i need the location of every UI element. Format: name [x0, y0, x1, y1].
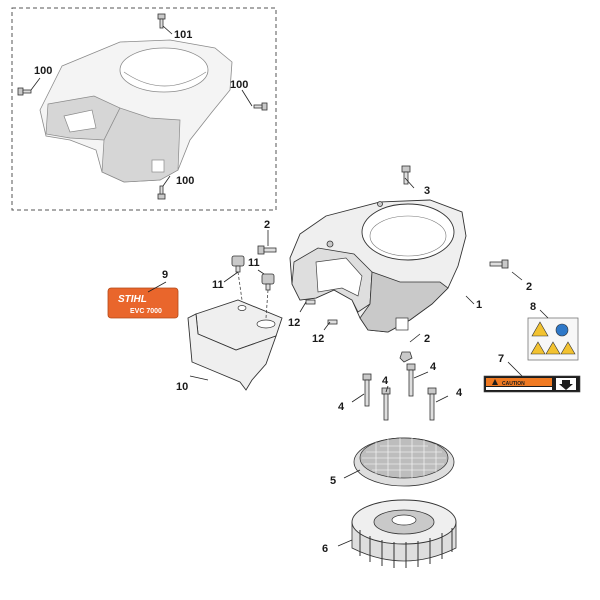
inset-bolt-top [157, 13, 166, 29]
hazard-triangle-icon-1 [530, 341, 546, 355]
bolt-2-left [257, 245, 277, 255]
bolt-4-b [381, 387, 391, 421]
housing-inner-pocket [315, 257, 363, 297]
callout-4-d: 4 [456, 387, 463, 399]
inset-frame [11, 7, 277, 211]
callout-7: 7 [498, 353, 504, 365]
info-circle-icon [555, 323, 569, 337]
bolt-4-d [427, 387, 437, 421]
callout-12-a: 12 [288, 317, 300, 329]
stihl-decal-model: EVC 7000 [130, 308, 162, 315]
housing-fastener [326, 240, 334, 248]
inset-bolt-right [253, 102, 268, 111]
callout-1: 1 [476, 299, 482, 311]
nut-2-lower [399, 351, 413, 363]
callout-4-c: 4 [430, 361, 437, 373]
housing-screw-slot [395, 317, 409, 331]
pin-12-b [327, 319, 338, 325]
callout-4-b: 4 [382, 375, 389, 387]
hazard-triangle-icon-3 [560, 341, 576, 355]
alternate-shroud-inset: 101 100 100 100 [11, 7, 277, 211]
blower-housing [289, 199, 467, 333]
callout-11-b: 11 [248, 257, 260, 269]
warning-triangle-icon [531, 321, 549, 337]
flywheel-hub [391, 514, 417, 526]
callout-6: 6 [322, 543, 328, 555]
callout-2-mid: 2 [424, 333, 430, 345]
inset-shroud-opening [119, 47, 209, 93]
bolt-3 [401, 165, 411, 185]
down-arrow-icon [559, 380, 573, 390]
clip-11-b [261, 273, 275, 291]
inset-bolt-left [17, 87, 32, 96]
inset-screw-slot [151, 159, 165, 173]
housing-fan-opening-inner [369, 215, 447, 257]
callout-3: 3 [424, 185, 430, 197]
callout-5: 5 [330, 475, 336, 487]
clip-11-a [231, 255, 245, 273]
housing-fan-opening [361, 203, 455, 261]
callout-12-b: 12 [312, 333, 324, 345]
pin-12-a [305, 299, 316, 305]
cover-front [187, 313, 277, 391]
stihl-decal: STIHL EVC 7000 [107, 287, 179, 319]
fan-screen [353, 437, 455, 487]
inset-shroud-pocket [63, 109, 97, 133]
inset-bolt-bottom [157, 185, 166, 200]
hazard-triangle-icon-2 [545, 341, 561, 355]
cover-slot [256, 319, 276, 329]
callout-9: 9 [162, 269, 168, 281]
inset-shroud-rim [123, 71, 207, 87]
callout-8: 8 [530, 301, 536, 313]
screen-mesh-lines [362, 438, 446, 478]
callout-100-right: 100 [230, 79, 248, 91]
callout-101: 101 [174, 29, 192, 41]
caution-triangle-icon [492, 379, 498, 385]
callout-4-a: 4 [338, 401, 345, 413]
callout-2-top: 2 [264, 219, 270, 231]
callout-2-right: 2 [526, 281, 532, 293]
bolt-4-c [406, 363, 416, 397]
callout-10: 10 [176, 381, 188, 393]
flywheel-fan [351, 499, 457, 568]
callout-100-left: 100 [34, 65, 52, 77]
cover-hole [237, 305, 247, 311]
cover-panel [187, 299, 283, 391]
bolt-2-right [489, 259, 509, 269]
callout-100-bottom: 100 [176, 175, 194, 187]
housing-fastener-2 [377, 201, 383, 207]
stihl-decal-brand: STIHL [118, 294, 147, 305]
callout-11-a: 11 [212, 279, 224, 291]
warning-decal [527, 317, 579, 361]
bolt-4-a [362, 373, 372, 407]
caution-decal: CAUTION [483, 375, 581, 393]
housing-front-panel [359, 271, 449, 333]
caution-decal-label: CAUTION [502, 381, 525, 387]
flywheel-fins [359, 528, 453, 568]
